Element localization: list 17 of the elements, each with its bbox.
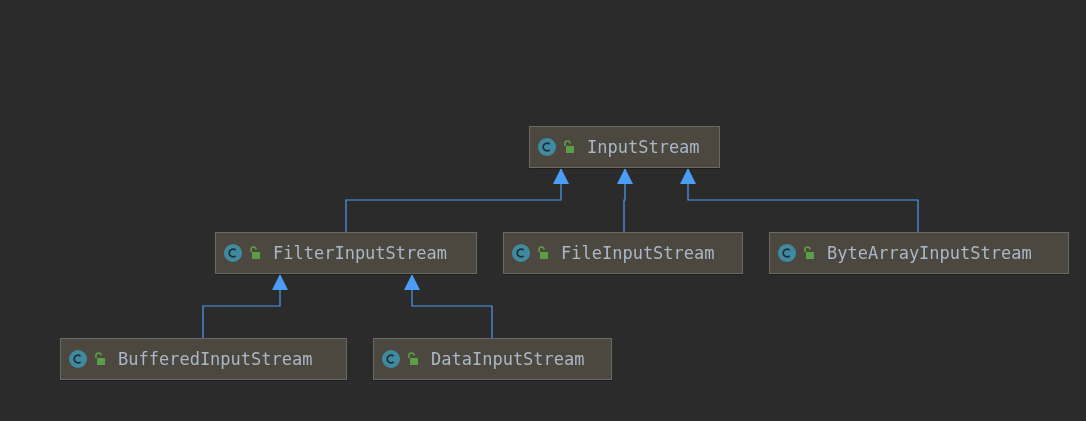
class-name: InputStream	[587, 137, 700, 157]
class-name: FileInputStream	[561, 243, 715, 263]
inheritance-arrow	[202, 273, 288, 339]
inheritance-arrow	[345, 167, 569, 233]
class-box	[769, 232, 1069, 274]
class-box	[60, 338, 347, 380]
class-name: BufferedInputStream	[118, 349, 313, 369]
class-box	[215, 232, 477, 274]
class-name: DataInputStream	[431, 349, 585, 369]
class-name: FilterInputStream	[273, 243, 447, 263]
class-box	[373, 338, 612, 380]
inheritance-arrow	[680, 167, 919, 233]
class-name: ByteArrayInputStream	[827, 243, 1032, 263]
inheritance-arrow	[404, 273, 493, 339]
class-box	[503, 232, 743, 274]
class-box	[529, 126, 720, 168]
inheritance-arrow	[617, 167, 633, 233]
